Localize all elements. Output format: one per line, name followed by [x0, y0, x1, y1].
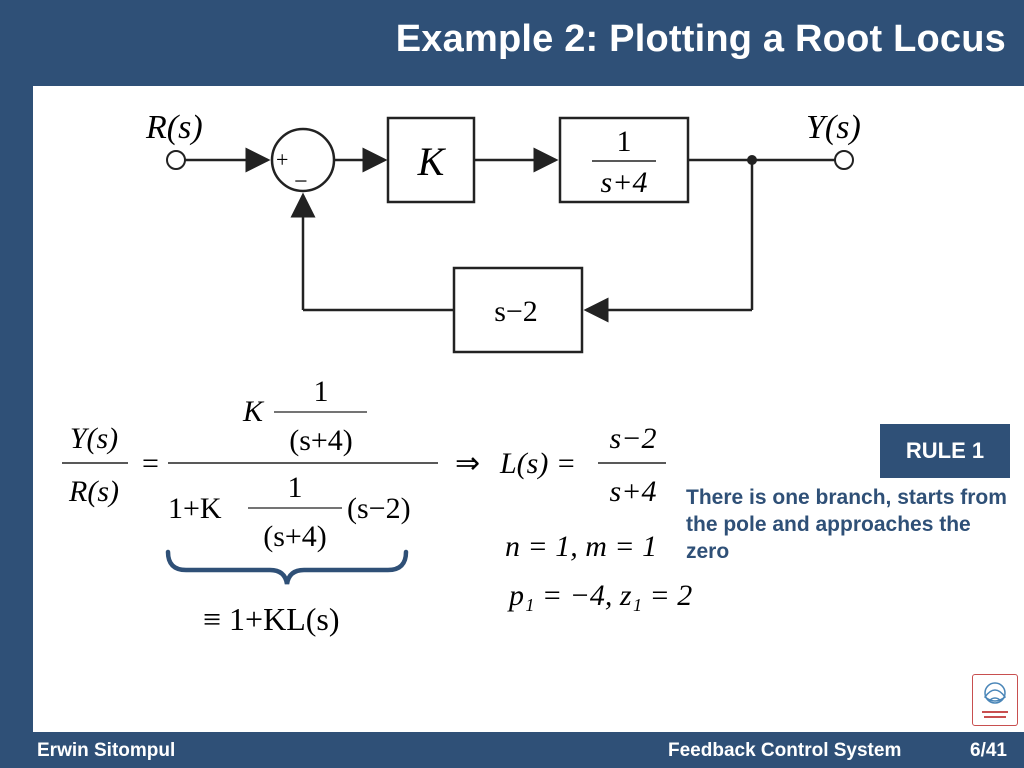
- slide-title: Example 2: Plotting a Root Locus: [395, 18, 1006, 60]
- loop-lhs: L(s) =: [499, 447, 576, 480]
- input-label: R(s): [145, 109, 203, 146]
- big-denominator-suffix: (s−2): [347, 492, 411, 525]
- underbrace: [165, 549, 409, 585]
- equals-sign: =: [142, 447, 159, 480]
- pole-zero-equation: p₁ = −4, z₁ = 2: [507, 579, 692, 612]
- lotus-icon: [982, 682, 1008, 718]
- university-logo: [972, 674, 1018, 726]
- big-denominator-prefix: 1+K: [168, 492, 222, 525]
- footer-author: Erwin Sitompul: [37, 740, 176, 761]
- slide-content: [33, 86, 1024, 732]
- sum-plus-sign: +: [276, 147, 288, 172]
- sum-minus-sign: −: [294, 169, 308, 195]
- loop-denominator: s+4: [610, 475, 657, 508]
- input-terminal: [166, 150, 186, 170]
- implies-arrow: ⇒: [455, 447, 480, 480]
- footer-course: Feedback Control System: [668, 740, 902, 761]
- gain-block: [386, 116, 476, 204]
- rule-badge: RULE 1: [880, 424, 1010, 478]
- order-equation: n = 1, m = 1: [505, 530, 657, 563]
- output-label: Y(s): [806, 109, 861, 146]
- lhs-numerator: Y(s): [70, 422, 118, 455]
- plant-numerator: 1: [617, 125, 632, 158]
- rule-description: There is one branch, starts from the pol…: [686, 486, 1007, 563]
- big-numerator-frac-den: (s+4): [289, 424, 353, 457]
- output-terminal: [834, 150, 854, 170]
- big-numerator-frac-num: 1: [314, 375, 329, 408]
- feedback-block: [452, 266, 584, 354]
- loop-numerator: s−2: [610, 422, 657, 455]
- plant-block: [558, 116, 690, 204]
- brace-result: ≡ 1+KL(s): [203, 601, 340, 637]
- lhs-denominator: R(s): [68, 475, 119, 508]
- feedback-label: s−2: [494, 295, 538, 328]
- big-numerator-k: K: [242, 395, 265, 428]
- plant-denominator: s+4: [601, 166, 648, 199]
- big-denominator-frac-num: 1: [288, 471, 303, 504]
- big-denominator-frac-den: (s+4): [263, 520, 327, 553]
- footer-page-number: 6/41: [970, 740, 1007, 761]
- gain-label: K: [417, 139, 447, 184]
- slide-footer: Erwin Sitompul Feedback Control System 6…: [0, 734, 1024, 768]
